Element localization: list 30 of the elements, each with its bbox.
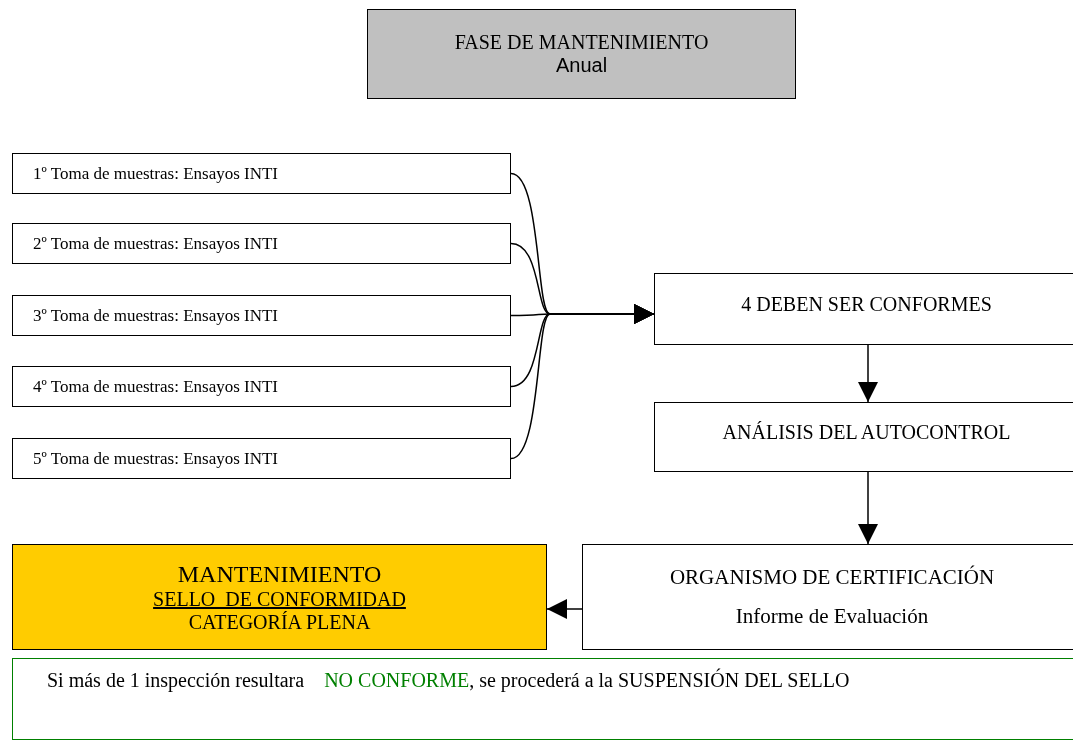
arrow — [546, 599, 583, 619]
process-box — [654, 273, 1073, 345]
note-text: Si más de 1 inspección resultara NO CONFORME, se procederá a la SUSPENSIÓN DEL SELLO — [47, 669, 850, 692]
arrow — [858, 471, 878, 545]
box-title: 1º Toma de muestras: Ensayos INTI — [33, 163, 279, 184]
box-title: 4º Toma de muestras: Ensayos INTI — [33, 376, 279, 397]
box-subtitle: CATEGORÍA PLENA — [188, 610, 371, 634]
box-title: 4 DEBEN SER CONFORMES — [741, 292, 992, 316]
box-title: MANTENIMIENTO — [177, 560, 382, 588]
box-subtitle: Anual — [555, 54, 608, 77]
arrow — [510, 304, 655, 460]
note-box — [12, 658, 1073, 740]
arrow — [858, 344, 878, 403]
box-title: ORGANISMO DE CERTIFICACIÓN — [669, 565, 995, 590]
process-box — [12, 153, 511, 194]
box-title: 3º Toma de muestras: Ensayos INTI — [33, 305, 279, 326]
box-subtitle: SELLO DE CONFORMIDAD — [153, 587, 406, 611]
process-box — [12, 366, 511, 407]
process-box — [12, 438, 511, 479]
process-box — [12, 295, 511, 336]
process-box — [12, 223, 511, 264]
box-title: ANÁLISIS DEL AUTOCONTROL — [722, 420, 1011, 444]
box-subtitle: Informe de Evaluación — [735, 604, 929, 629]
process-box — [654, 402, 1073, 472]
box-title: FASE DE MANTENIMIENTO — [454, 31, 709, 54]
result-box — [12, 544, 547, 650]
process-box — [582, 544, 1073, 650]
phase-header-box — [367, 9, 796, 99]
box-title: 5º Toma de muestras: Ensayos INTI — [33, 448, 279, 469]
box-title: 2º Toma de muestras: Ensayos INTI — [33, 233, 279, 254]
